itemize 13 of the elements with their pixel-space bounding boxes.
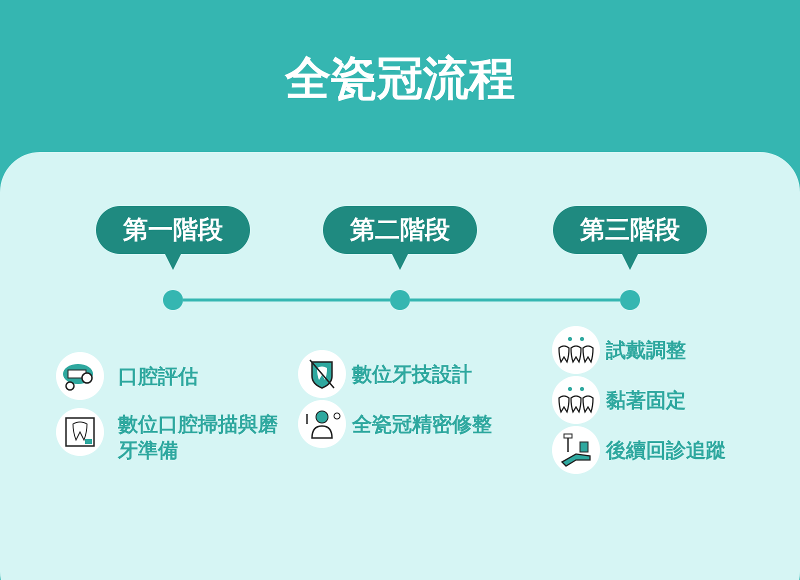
step-text: 試戴調整 <box>606 337 687 363</box>
timeline-line <box>183 298 390 302</box>
speech-bubble: 第二階段 <box>323 206 477 270</box>
speech-bubble: 第三階段 <box>553 206 707 270</box>
step-text: 數位牙技設計 <box>352 361 473 387</box>
step-text: 黏著固定 <box>606 387 687 413</box>
step-text: 全瓷冠精密修整 <box>352 411 493 437</box>
timeline-line <box>410 298 620 302</box>
title: 全瓷冠流程 <box>284 50 516 107</box>
step-text: 後續回診追蹤 <box>606 437 727 463</box>
step-text: 口腔評估 <box>118 363 199 389</box>
speech-bubble: 第一階段 <box>96 206 250 270</box>
step-text: 數位口腔掃描與磨牙準備 <box>118 411 279 463</box>
